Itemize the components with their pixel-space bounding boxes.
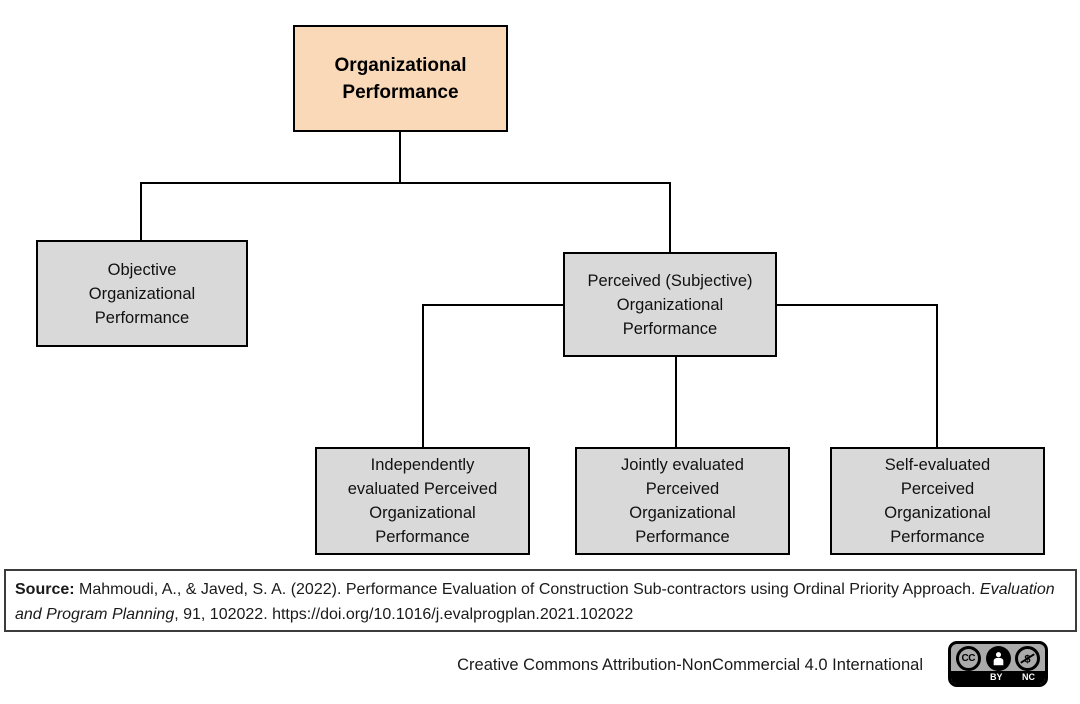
node-label: Independently evaluated Perceived Organi… [347, 456, 498, 546]
cc-badge-icons: CC $ [951, 646, 1045, 671]
node-organizational-performance: Organizational Performance [293, 25, 508, 132]
connector-perceived-left [422, 304, 564, 447]
node-perceived-subjective-organizational-performance: Perceived (Subjective) Organizational Pe… [563, 252, 777, 357]
badge-nc-label: NC [1022, 672, 1035, 682]
connector-perceived-right [776, 304, 938, 447]
license-text: Creative Commons Attribution-NonCommerci… [457, 656, 923, 674]
node-objective-organizational-performance: Objective Organizational Performance [36, 240, 248, 347]
source-label: Source: [15, 581, 75, 598]
node-independently-evaluated-performance: Independently evaluated Perceived Organi… [315, 447, 530, 555]
node-label: Jointly evaluated Perceived Organization… [621, 456, 744, 546]
node-label: Organizational Performance [334, 54, 467, 103]
connector-level1 [140, 182, 671, 252]
cc-license-badge[interactable]: CC $ BY NC [948, 641, 1048, 687]
source-citation-text: Mahmoudi, A., & Javed, S. A. (2022). Per… [74, 581, 980, 598]
node-label: Objective Organizational Performance [88, 260, 196, 327]
cc-badge-bottom-strip: BY NC [951, 671, 1045, 684]
attribution-person-icon [985, 646, 1011, 671]
node-label: Self-evaluated Perceived Organizational … [884, 456, 991, 546]
node-label: Perceived (Subjective) Organizational Pe… [587, 271, 753, 338]
source-citation-box: Source: Mahmoudi, A., & Javed, S. A. (20… [4, 569, 1077, 632]
cc-logo-icon: CC [955, 646, 981, 671]
source-journal-name: Evaluation and Program Planning [15, 581, 1055, 623]
node-self-evaluated-performance: Self-evaluated Perceived Organizational … [830, 447, 1045, 555]
badge-by-label: BY [990, 672, 1003, 682]
node-jointly-evaluated-performance: Jointly evaluated Perceived Organization… [575, 447, 790, 555]
source-doi-text: , 91, 102022. https://doi.org/10.1016/j.… [174, 606, 634, 623]
noncommercial-dollar-icon: $ [1015, 646, 1041, 671]
